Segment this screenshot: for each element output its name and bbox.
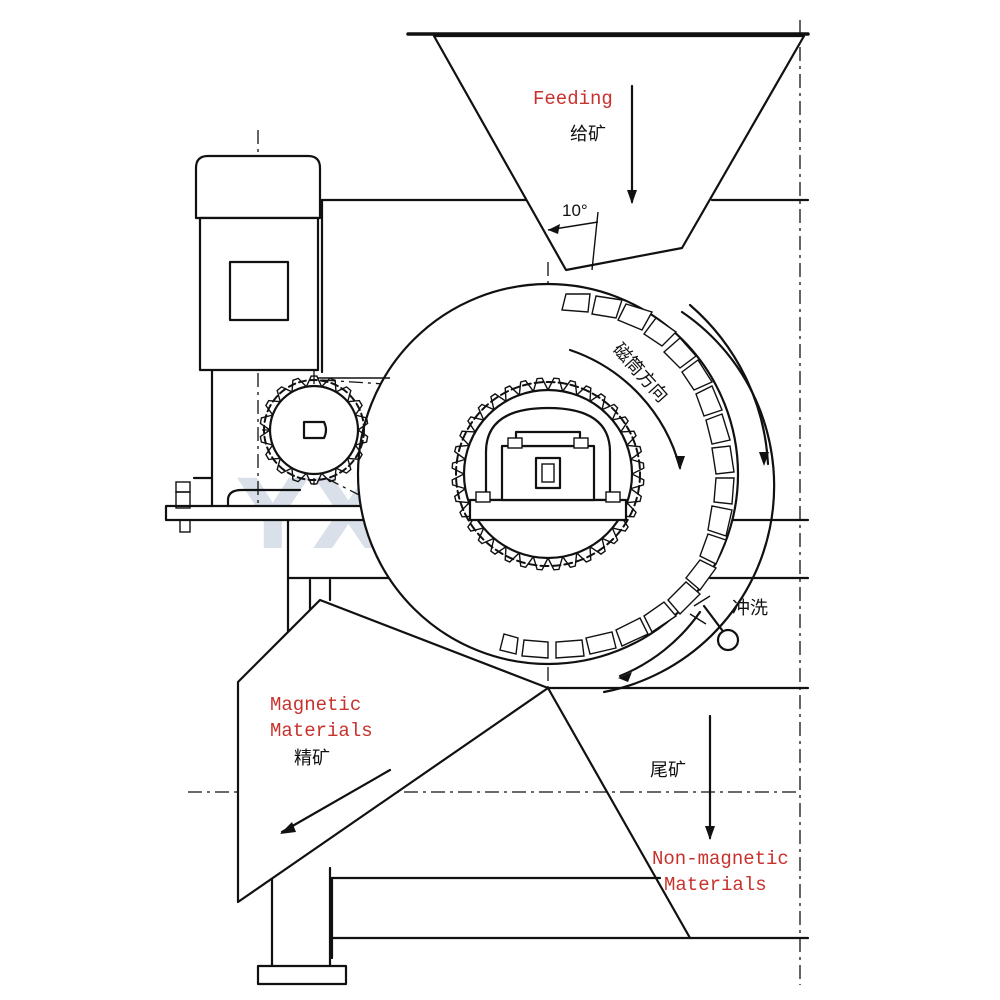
tailings-cn-label: 尾矿 (650, 760, 686, 781)
motor-sprocket (259, 375, 369, 485)
nonmagnetic-materials-label-2: Materials (664, 874, 767, 896)
nonmagnetic-materials-label-1: Non-magnetic (652, 848, 789, 870)
flushing-label: 冲洗 (732, 598, 768, 619)
feeding-label: Feeding (533, 88, 613, 110)
magnetic-materials-label-1: Magnetic (270, 694, 361, 716)
drum-sprocket (451, 377, 645, 571)
flushing-nozzle (689, 595, 740, 652)
tailings-chute (546, 686, 715, 940)
magnetic-materials-label-2: Materials (270, 720, 373, 742)
concentrate-chute (236, 598, 562, 904)
motor (194, 154, 322, 372)
feeding-cn-label: 给矿 (570, 124, 606, 145)
feed-hopper (432, 34, 806, 272)
angle-annotation (547, 211, 599, 271)
angle-label: 10° (562, 201, 588, 220)
concentrate-cn-label: 精矿 (294, 748, 330, 769)
magnet-blocks (499, 293, 735, 659)
